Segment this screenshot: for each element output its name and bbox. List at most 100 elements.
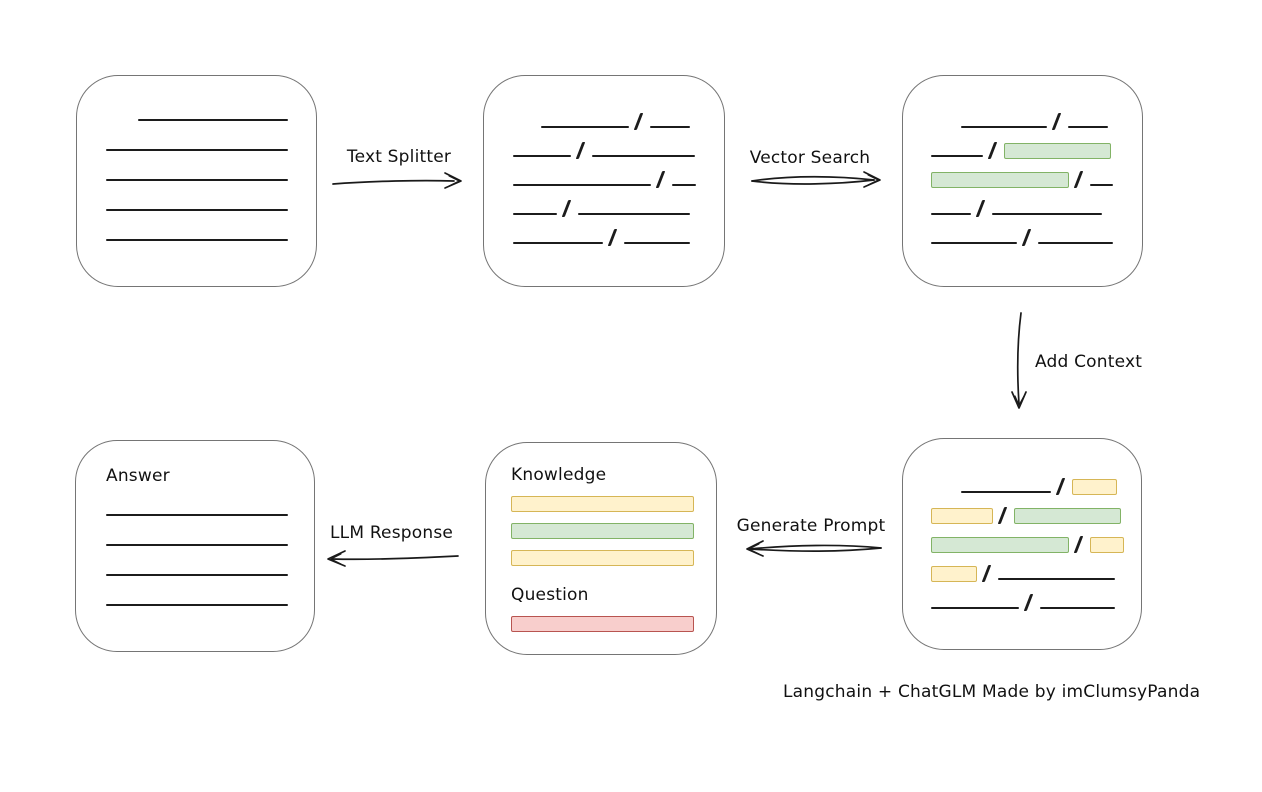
context-chunks-box [902,438,1142,650]
text-line [513,184,651,186]
sketch-row [931,536,1141,553]
slash-separator [1073,171,1083,188]
box-label: Knowledge [511,465,607,485]
slash-separator [655,171,665,188]
green-chunk-bar [931,537,1069,553]
text-line [513,242,603,244]
text-line [991,213,1102,215]
sketch-row [106,119,316,121]
text-line [591,155,695,157]
sketch-row: Knowledge [511,465,716,485]
vector-search-arrow [751,171,881,188]
yellow-chunk-bar [511,550,694,566]
slash-separator [561,200,571,217]
text-line [931,607,1019,609]
sketch-row: Answer [106,466,314,486]
add-context-label: Add Context [1035,352,1143,372]
text-line [961,491,1051,493]
sketch-row [931,478,1141,495]
generate-prompt-label: Generate Prompt [736,516,886,536]
sketch-row [931,565,1141,582]
sketch-row [931,171,1142,188]
text-line [106,574,288,576]
sketch-row [106,149,316,151]
sketch-row [511,616,716,632]
text-line [541,126,629,128]
sketch-row: Question [511,585,716,605]
text-line [649,126,690,128]
yellow-chunk-bar [511,496,694,512]
text-line [1067,126,1108,128]
green-chunk-bar [1003,143,1111,159]
red-chunk-bar [511,616,694,632]
sketch-row [511,550,716,566]
text-line [513,213,557,215]
box-label: Answer [106,466,170,486]
text-line [961,126,1047,128]
llm-response-label: LLM Response [330,523,454,543]
text-splitter-arrow [332,172,462,189]
yellow-chunk-bar [931,566,977,582]
text-line [1039,607,1115,609]
sketch-row [511,496,716,512]
sketch-row [106,574,314,576]
llm-response-arrow [327,550,459,567]
sketch-row [106,179,316,181]
text-line [997,578,1115,580]
sketch-row [931,594,1141,611]
sketch-row [513,229,724,246]
slash-separator [1055,478,1065,495]
sketch-row [513,171,724,188]
sketch-row [106,604,314,606]
slash-separator [633,113,643,130]
sketch-row [513,113,724,130]
slash-separator [1073,536,1083,553]
text-line [106,179,288,181]
generate-prompt-arrow [746,540,882,557]
text-line [138,119,288,121]
sketch-row [513,200,724,217]
yellow-chunk-bar [931,508,993,524]
slash-separator [1023,594,1033,611]
split-chunks-box [483,75,725,287]
text-splitter-label: Text Splitter [346,147,452,167]
slash-separator [997,507,1007,524]
slash-separator [1051,113,1061,130]
text-line [106,239,288,241]
text-line [931,213,971,215]
green-chunk-bar [511,523,694,539]
slash-separator [1021,229,1031,246]
text-line [931,242,1017,244]
text-line [106,514,288,516]
green-chunk-bar [1013,508,1121,524]
answer-box: Answer [75,440,315,652]
text-line [931,155,983,157]
text-line [513,155,571,157]
credit-caption: Langchain + ChatGLM Made by imClumsyPand… [783,682,1201,702]
text-line [671,184,696,186]
green-chunk-bar [931,172,1069,188]
yellow-chunk-bar [1089,537,1124,553]
text-line [577,213,690,215]
sketch-row [931,113,1142,130]
add-context-arrow [1011,312,1027,409]
yellow-chunk-bar [1071,479,1117,495]
sketch-row [106,544,314,546]
slash-separator [981,565,991,582]
text-line [106,544,288,546]
vector-search-label: Vector Search [749,148,871,168]
sketch-row [931,229,1142,246]
text-line [106,209,288,211]
text-line [1037,242,1113,244]
sketch-row [931,507,1141,524]
sketch-row [106,239,316,241]
sketch-row [931,200,1142,217]
source-document-box [76,75,317,287]
slash-separator [987,142,997,159]
slash-separator [607,229,617,246]
text-line [1089,184,1113,186]
text-line [106,604,288,606]
sketch-row [106,514,314,516]
matched-chunks-box [902,75,1143,287]
